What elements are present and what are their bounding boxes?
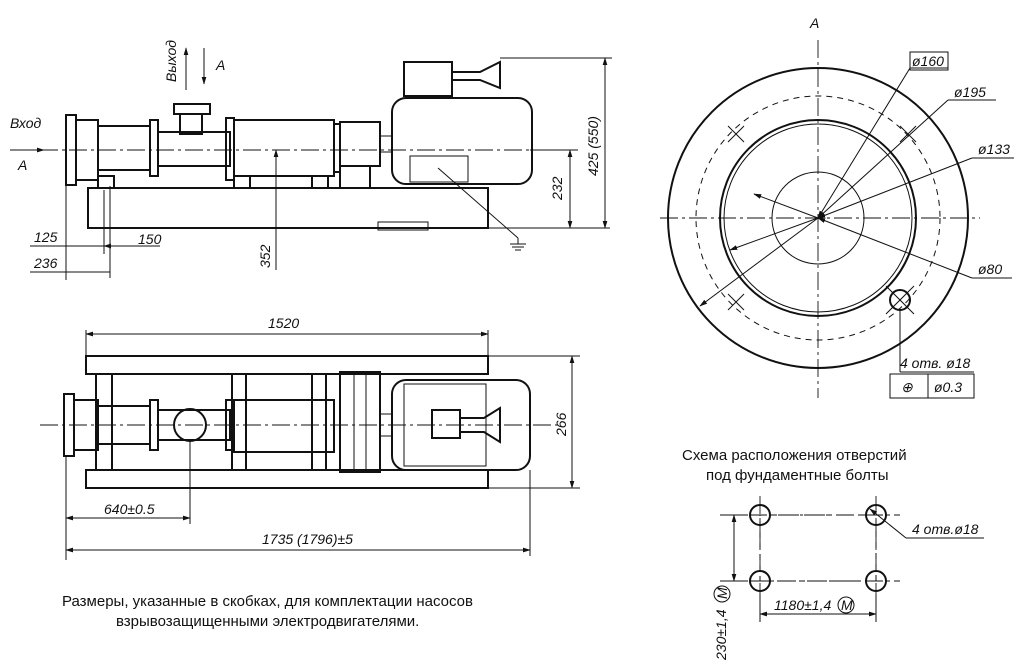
dim-d160: ø160: [912, 53, 944, 69]
bolt-scheme-title-2: под фундаментные болты: [706, 467, 889, 484]
dim-352: 352: [257, 244, 273, 268]
dim-125: 125: [34, 229, 58, 245]
dim-1180-mark: M: [841, 597, 853, 613]
dim-d80: ø80: [978, 261, 1002, 277]
dim-1735: 1735 (1796)±5: [262, 531, 353, 547]
footnote: Размеры, указанные в скобках, для компле…: [62, 593, 473, 630]
view-a-title: А: [809, 15, 819, 31]
view-a: А ø160 ø195 ø133 ø80: [660, 15, 1014, 399]
dim-150: 150: [138, 231, 162, 247]
bolt-holes-label: 4 отв.ø18: [912, 521, 979, 537]
dim-425: 425 (550): [585, 116, 601, 176]
footnote-line-1: Размеры, указанные в скобках, для компле…: [62, 593, 473, 610]
dim-640: 640±0.5: [104, 501, 155, 517]
top-view: 1520 266 640±0.5 1735 (1796)±5: [40, 315, 580, 560]
side-view: Вход А Выход А 125 150 236 352 232 425 (…: [10, 40, 612, 280]
dim-d195: ø195: [954, 84, 986, 100]
dim-236: 236: [33, 255, 58, 271]
bolt-hole: [865, 570, 887, 592]
dim-1180: 1180±1,4: [774, 597, 831, 613]
dim-230-mark: M: [714, 587, 730, 599]
dim-232: 232: [549, 176, 565, 201]
inlet-arrow-letter: А: [17, 157, 27, 173]
dim-266: 266: [553, 412, 569, 437]
bolt-scheme-title-1: Схема расположения отверстий: [682, 447, 907, 464]
outlet-label: Выход: [163, 40, 179, 82]
bolt-hole: [885, 285, 915, 315]
dim-230: 230±1,4: [713, 609, 729, 661]
holes-label: 4 отв. ø18: [900, 355, 971, 371]
bolt-hole: [749, 570, 771, 592]
bolt-hole: [865, 504, 887, 526]
dim-d133: ø133: [978, 141, 1010, 157]
inlet-label: Вход: [10, 115, 42, 131]
bolt-scheme: Схема расположения отверстий под фундаме…: [682, 447, 984, 661]
bolt-hole: [749, 504, 771, 526]
footnote-line-2: взрывозащищенными электродвигателями.: [116, 613, 419, 630]
dim-1520: 1520: [268, 315, 299, 331]
tolerance-value: ø0.3: [934, 379, 962, 395]
outlet-arrow-letter: А: [215, 57, 225, 73]
position-tolerance-icon: ⊕: [901, 379, 913, 395]
